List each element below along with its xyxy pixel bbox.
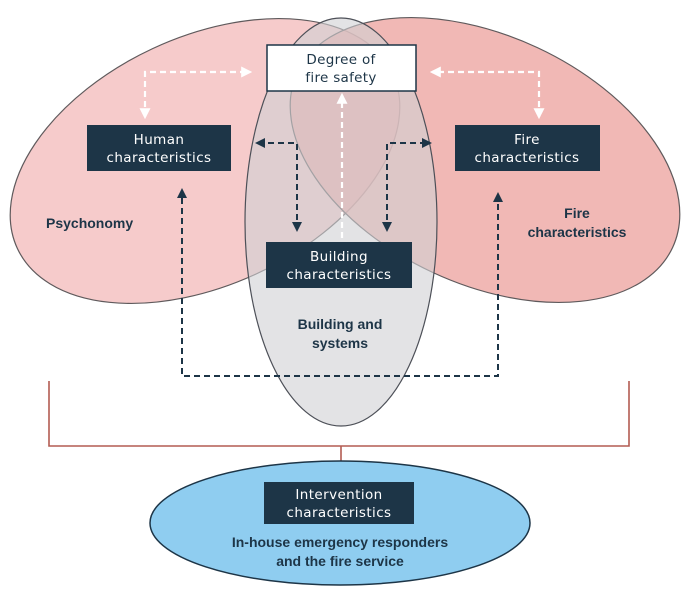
intervention-region-label-line2: and the fire service (276, 553, 404, 569)
building-node-line1: Building (310, 249, 368, 265)
fire-characteristics-node: Fire characteristics (455, 125, 600, 171)
fire-region-label-line2: characteristics (528, 224, 627, 240)
degree-node-line1: Degree of (306, 52, 376, 68)
fire-region-label-line1: Fire (564, 205, 590, 221)
human-node-line1: Human (134, 132, 185, 148)
intervention-characteristics-node: Intervention characteristics (264, 482, 414, 524)
fire-degree-arrow (429, 66, 545, 120)
human-characteristics-node: Human characteristics (87, 125, 231, 171)
building-node-line2: characteristics (287, 267, 392, 283)
psychonomy-label: Psychonomy (46, 215, 133, 231)
building-region-label-line2: systems (312, 335, 368, 351)
degree-node-line2: fire safety (305, 70, 376, 86)
human-degree-arrow (139, 66, 253, 120)
building-fire-arrow (382, 138, 432, 232)
degree-of-fire-safety-node: Degree of fire safety (266, 44, 417, 92)
fire-node-line2: characteristics (475, 150, 580, 166)
bottom-loop-arrow (177, 188, 503, 377)
building-region-label-line1: Building and (298, 316, 383, 332)
human-node-line2: characteristics (107, 150, 212, 166)
building-characteristics-node: Building characteristics (266, 242, 412, 288)
intervention-node-line1: Intervention (295, 487, 382, 503)
fire-node-line1: Fire (514, 132, 540, 148)
building-human-arrow (255, 138, 302, 232)
intervention-node-line2: characteristics (287, 505, 392, 521)
bracket-line (48, 381, 630, 462)
intervention-region-label-line1: In-house emergency responders (232, 534, 449, 550)
